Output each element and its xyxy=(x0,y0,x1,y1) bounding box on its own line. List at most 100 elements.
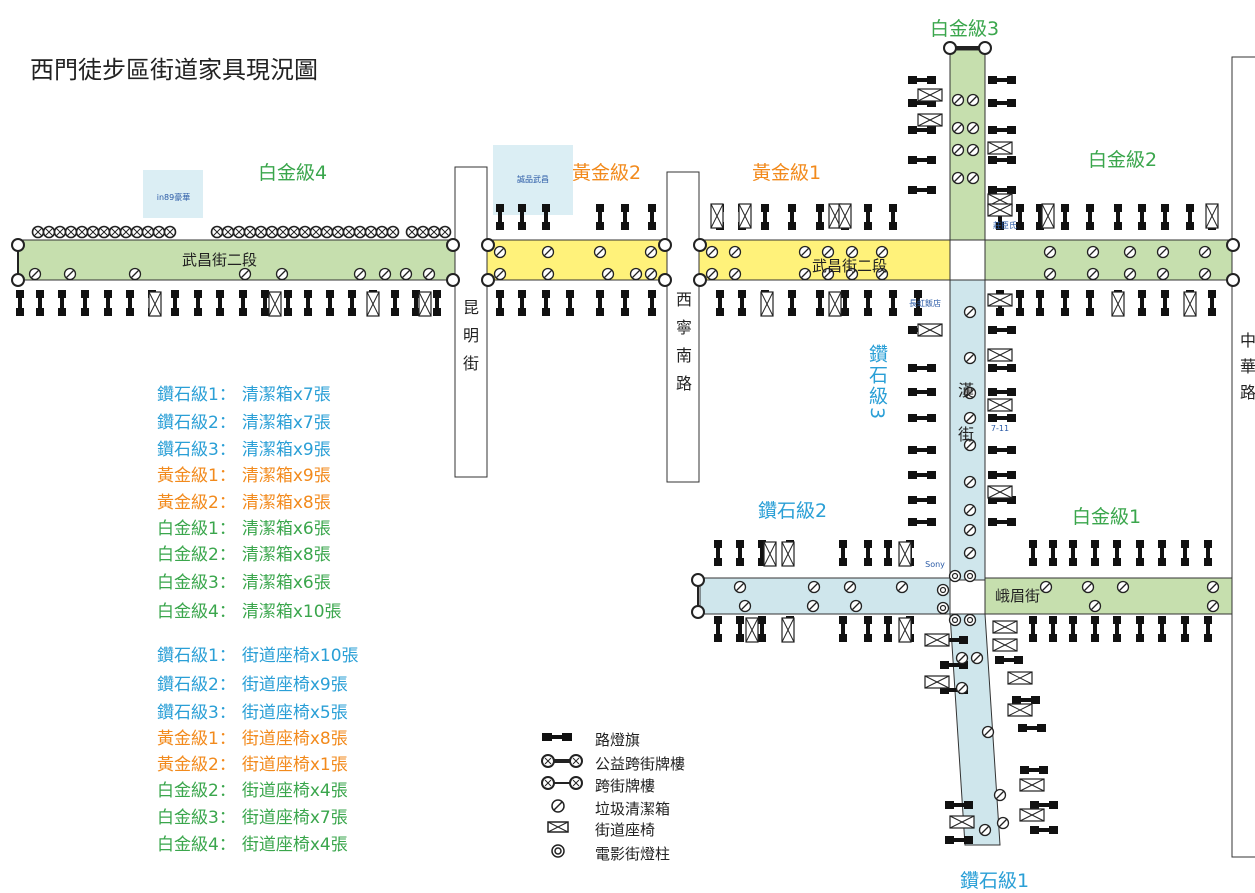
lamp-flag-icon xyxy=(988,156,997,164)
stat-zone: 白金級2 xyxy=(157,781,219,801)
lamp-flag-icon xyxy=(738,308,746,316)
street-arch-icon xyxy=(268,228,276,236)
legend-item: 跨街牌樓 xyxy=(540,775,655,795)
lamp-flag-icon xyxy=(326,290,334,298)
stat-separator: ： xyxy=(218,573,236,593)
lamp-flag-icon xyxy=(1091,540,1099,548)
trash-bin-icon xyxy=(1126,248,1134,256)
movie-lamp-icon xyxy=(951,616,959,624)
street-arch-icon xyxy=(367,228,375,236)
lamp-flag-icon xyxy=(884,558,892,566)
bench-icon xyxy=(1205,203,1219,229)
trash-bin-icon xyxy=(969,124,977,132)
stat-separator: ： xyxy=(218,703,236,723)
lamp-flag-icon xyxy=(714,634,722,642)
lamp-flag-icon xyxy=(927,414,936,422)
lamp-flag-icon xyxy=(1114,222,1122,230)
lamp-flag-icon xyxy=(1140,212,1144,222)
trash-bin-icon xyxy=(496,270,504,278)
zone-label-platinum4: 白金級4 xyxy=(258,162,328,184)
hankou-char: 街 xyxy=(957,425,974,444)
shop-zhuangsu: 莊臣氏 xyxy=(993,221,1017,230)
trash-bin-icon xyxy=(1046,248,1054,256)
lamp-flag-icon xyxy=(1138,624,1142,634)
lamp-flag-icon xyxy=(36,308,44,316)
lamp-flag-icon xyxy=(621,222,629,230)
lamp-flag-icon xyxy=(1030,826,1039,834)
lamp-flag-icon xyxy=(997,416,1007,420)
lamp-flag-icon xyxy=(194,290,202,298)
lamp-flag-icon xyxy=(1181,558,1189,566)
lamp-flag-icon xyxy=(1039,828,1049,832)
trash-bin-icon xyxy=(958,654,966,662)
lamp-flag-icon xyxy=(816,308,824,316)
lamp-flag-icon xyxy=(496,204,504,212)
shop-box-eslite xyxy=(493,145,573,215)
lamp-flag-icon xyxy=(241,298,245,308)
lamp-flag-icon xyxy=(1021,698,1031,702)
lamp-flag-icon xyxy=(1069,540,1077,548)
lamp-flag-icon xyxy=(1038,212,1042,222)
lamp-flag-icon xyxy=(714,558,722,566)
bench-icon xyxy=(1041,203,1055,229)
trash-bin-icon xyxy=(1046,270,1054,278)
legend-item: 垃圾清潔箱 xyxy=(540,798,670,818)
stat-separator: ： xyxy=(218,440,236,460)
lamp-flag-icon xyxy=(927,186,936,194)
stat-row: 黃金級2：街道座椅x1張 xyxy=(157,750,348,775)
lamp-flag-icon xyxy=(718,298,722,308)
lamp-flag-icon xyxy=(917,448,927,452)
trash-bin-icon xyxy=(647,248,655,256)
lamp-flag-icon xyxy=(1088,212,1092,222)
bench-icon xyxy=(828,291,842,317)
lamp-flag-icon xyxy=(1113,558,1121,566)
trash-bin-icon xyxy=(1201,270,1209,278)
legend-item: 公益跨街牌樓 xyxy=(540,753,685,773)
street-arch-icon xyxy=(56,228,64,236)
zone-label-diamond3-text: 鑽石級3 xyxy=(866,344,888,422)
trash-bin-icon xyxy=(966,526,974,534)
bench-icon xyxy=(987,485,1013,499)
trash-bin-icon xyxy=(1089,270,1097,278)
lamp-flag-icon xyxy=(648,204,656,212)
lamp-flag-icon xyxy=(650,212,654,222)
lamp-flag-icon xyxy=(261,308,269,316)
lamp-flag-icon xyxy=(816,290,824,298)
legend-label: 街道座椅 xyxy=(595,820,656,839)
lamp-flag-icon xyxy=(917,158,927,162)
lamp-flag-icon xyxy=(1007,446,1016,454)
lamp-flag-icon xyxy=(1086,222,1094,230)
street-arch-icon xyxy=(224,228,232,236)
furniture-marks xyxy=(16,76,1220,844)
trash-bin-icon xyxy=(425,270,433,278)
lamp-flag-icon xyxy=(763,212,767,222)
lamp-flag-icon xyxy=(945,836,954,844)
lamp-flag-icon xyxy=(1036,222,1044,230)
lamp-flag-icon xyxy=(886,548,890,558)
street-arch-icon xyxy=(323,228,331,236)
lamp-flag-icon xyxy=(1049,558,1057,566)
lamp-flag-icon xyxy=(1136,616,1144,624)
lamp-flag-icon xyxy=(126,290,134,298)
lamp-flag-icon xyxy=(1016,290,1024,298)
lamp-flag-icon xyxy=(908,326,917,334)
lamp-flag-icon xyxy=(864,204,872,212)
wuchang-gold2-band xyxy=(484,239,671,281)
street-arch-icon xyxy=(89,228,97,236)
lamp-flag-icon xyxy=(1007,471,1016,479)
stat-zone: 鑽石級2 xyxy=(157,675,219,695)
lamp-flag-icon xyxy=(1186,222,1194,230)
lamp-flag-icon xyxy=(1206,548,1210,558)
street-arch-icon xyxy=(693,238,707,287)
zone-label-platinum3: 白金級3 xyxy=(930,18,1000,40)
lamp-flag-icon xyxy=(949,663,959,667)
bench-icon xyxy=(1007,703,1033,717)
street-arch-icon xyxy=(100,228,108,236)
stat-row: 白金級2：清潔箱x8張 xyxy=(157,540,331,565)
lamp-flag-icon xyxy=(927,496,936,504)
shop-sony: Sony xyxy=(925,560,945,569)
lamp-flag-icon xyxy=(38,298,42,308)
trash-bin-icon xyxy=(496,248,504,256)
lamp-flag-icon xyxy=(1114,204,1122,212)
lamp-flag-icon xyxy=(927,156,936,164)
